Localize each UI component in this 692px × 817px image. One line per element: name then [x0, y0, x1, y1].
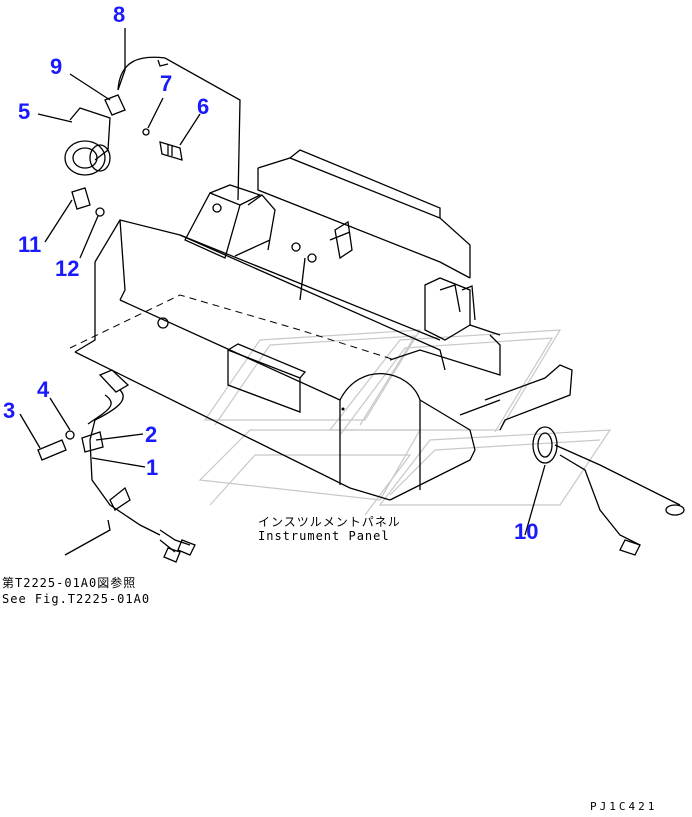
callout-12: 12	[55, 256, 80, 281]
mounting-frame	[184, 149, 573, 431]
socket-wire-10	[524, 426, 685, 556]
bolt-washer-11-12	[71, 187, 105, 217]
watermark-logo	[198, 329, 612, 516]
see-fig-label-jp: 第T2225-01A0図参照	[2, 576, 137, 590]
callout-8: 8	[113, 2, 126, 27]
sensor-harness	[37, 369, 196, 563]
instrument-panel-body	[74, 219, 476, 501]
callout-10: 10	[514, 519, 539, 544]
instrument-panel-label-jp: インスツルメントパネル	[258, 515, 401, 529]
instrument-panel-label-en: Instrument Panel	[258, 529, 390, 543]
hidden-line	[69, 294, 396, 361]
callout-11: 11	[18, 232, 42, 257]
callout-5: 5	[18, 99, 31, 124]
see-fig-label-en: See Fig.T2225-01A0	[2, 592, 151, 606]
leader-lines	[19, 28, 201, 468]
drawing-code: PJ1C421	[590, 800, 658, 813]
callout-6: 6	[197, 94, 210, 119]
callout-4: 4	[37, 377, 50, 402]
callout-9: 9	[50, 54, 63, 79]
callout-1: 1	[146, 455, 159, 480]
callout-3: 3	[3, 398, 16, 423]
callout-2: 2	[145, 422, 158, 447]
horn-assembly	[64, 56, 241, 201]
callout-7: 7	[160, 71, 173, 96]
